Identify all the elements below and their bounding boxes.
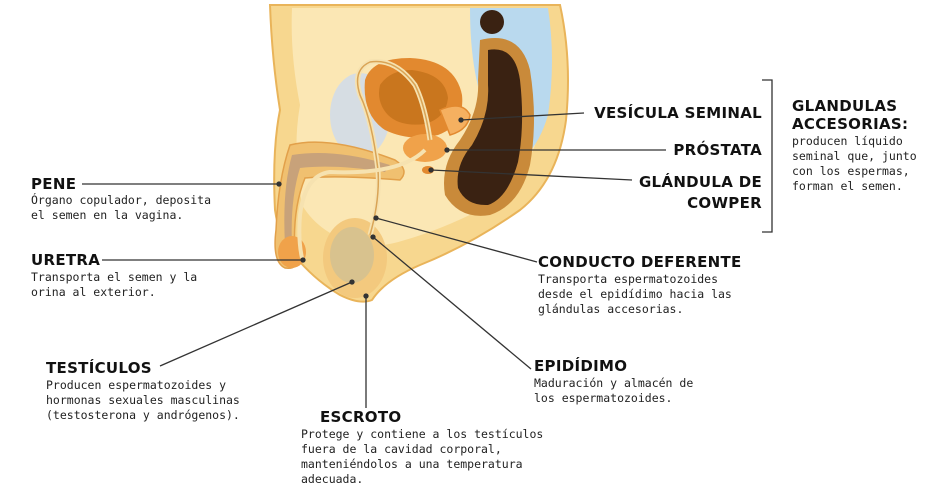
- label-glandulas-title: GLANDULAS ACCESORIAS:: [792, 97, 909, 133]
- leader-cowper: [430, 169, 633, 181]
- label-uretra-desc: Transporta el semen y la orina al exteri…: [31, 270, 198, 299]
- prostate: [403, 134, 447, 162]
- label-testiculos-title: TESTÍCULOS: [46, 359, 152, 377]
- intestine-loop: [480, 10, 504, 34]
- label-conducto-title: CONDUCTO DEFERENTE: [538, 253, 742, 271]
- label-epididimo-title: EPIDÍDIMO: [534, 357, 628, 375]
- label-escroto-title: ESCROTO: [320, 408, 402, 426]
- label-prostata-title: PRÓSTATA: [673, 141, 762, 159]
- accessory-bracket: [762, 79, 773, 233]
- label-testiculos-desc: Producen espermatozoides y hormonas sexu…: [46, 378, 240, 422]
- label-cowper-title: GLÁNDULA DE COWPER: [638, 173, 762, 212]
- seminal-vesicle: [439, 105, 471, 136]
- testis: [330, 227, 374, 283]
- leader-testiculos: [159, 281, 353, 367]
- leader-epididimo: [372, 236, 532, 370]
- label-conducto-desc: Transporta espermatozoides desde el epid…: [538, 272, 732, 316]
- label-vesicula-title: VESÍCULA SEMINAL: [594, 104, 762, 122]
- leader-vesicula: [460, 112, 585, 121]
- leader-lines: [82, 79, 773, 408]
- leader-conducto: [375, 217, 538, 263]
- vas-deferens-outline: [356, 60, 431, 236]
- label-uretra-title: URETRA: [31, 251, 101, 269]
- label-escroto-desc: Protege y contiene a los testículos fuer…: [301, 427, 544, 486]
- rectum-lumen: [457, 49, 523, 206]
- urethra-tube: [297, 148, 427, 259]
- label-pene-desc: Órgano copulador, deposita el semen en l…: [31, 193, 212, 222]
- penis: [274, 141, 405, 269]
- label-glandulas-desc: producen líquido seminal que, junto con …: [792, 134, 917, 193]
- bladder-inner: [379, 70, 448, 125]
- label-pene-title: PENE: [31, 175, 77, 193]
- label-epididimo-desc: Maduración y almacén de los espermatozoi…: [534, 376, 694, 405]
